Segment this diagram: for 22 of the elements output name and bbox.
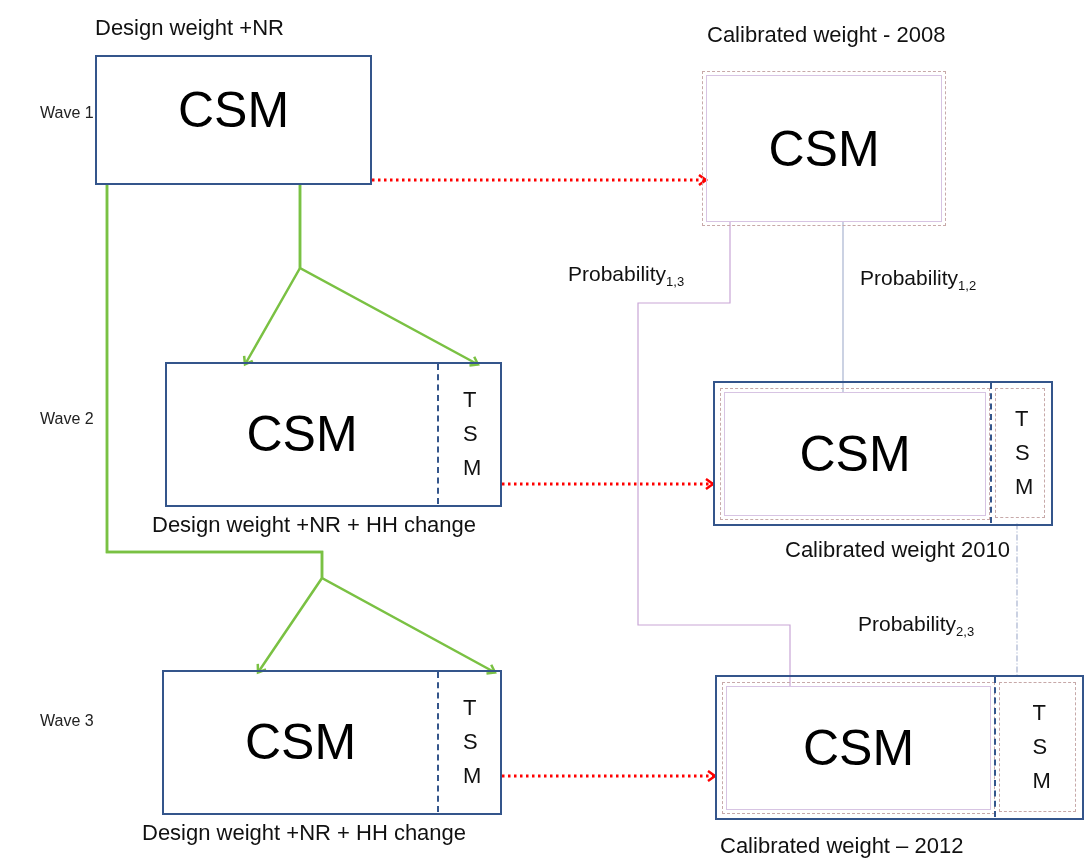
wave-label: Wave 2 bbox=[40, 410, 94, 428]
csm-label: CSM bbox=[177, 81, 290, 139]
box-caption: Design weight +NR + HH change bbox=[142, 819, 467, 847]
arrow bbox=[372, 173, 708, 187]
arrow bbox=[502, 769, 717, 783]
connector-line bbox=[842, 221, 844, 394]
box-caption: Design weight +NR + HH change bbox=[152, 511, 477, 539]
csm-label: CSM bbox=[244, 713, 357, 771]
wave-label: Wave 1 bbox=[40, 104, 94, 122]
wave-label: Wave 3 bbox=[40, 712, 94, 730]
box-caption: Calibrated weight - 2008 bbox=[707, 21, 946, 49]
csm-label: CSM bbox=[802, 719, 915, 777]
box-caption: Calibrated weight – 2012 bbox=[720, 832, 964, 860]
connector-line bbox=[637, 221, 791, 688]
arrow bbox=[298, 185, 480, 367]
arrow bbox=[502, 477, 715, 491]
csm-label: CSM bbox=[246, 405, 358, 463]
csm-label: CSM bbox=[768, 119, 880, 178]
arrow bbox=[105, 185, 497, 675]
box-caption: Calibrated weight 2010 bbox=[785, 536, 1012, 564]
csm-label: CSM bbox=[799, 425, 911, 483]
box-caption: Design weight +NR bbox=[95, 14, 284, 42]
